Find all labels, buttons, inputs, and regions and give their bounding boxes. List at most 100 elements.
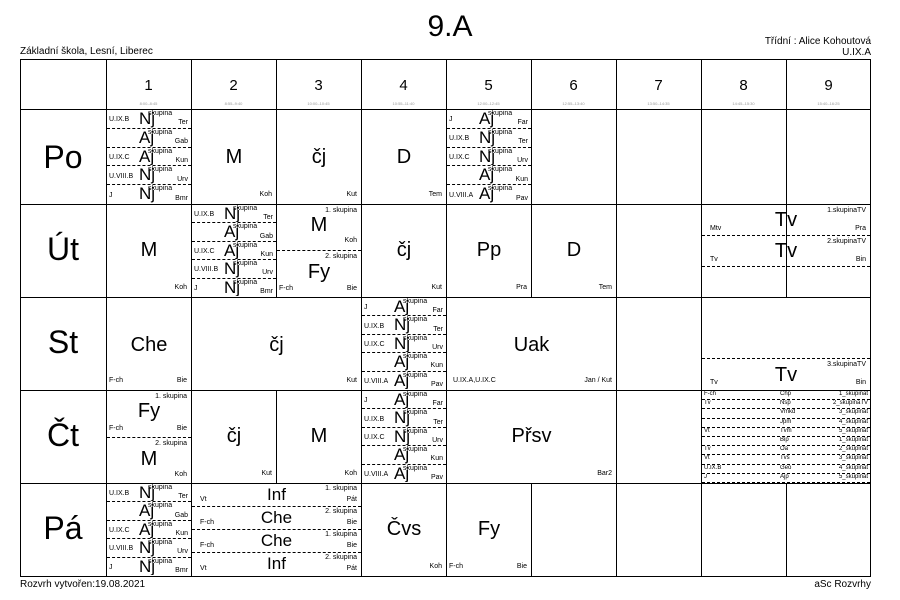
lesson-cell[interactable]: D Tem [362, 110, 446, 204]
lesson-cell[interactable]: Che F-ch Bie [107, 298, 191, 390]
lesson-subject: Aj [139, 520, 155, 539]
group-label: skupina [148, 110, 173, 117]
group-class: U.IX.C [194, 247, 215, 255]
group-label: 5_skupinat [838, 473, 868, 480]
group-label: skupina [403, 334, 428, 342]
group-label: skupina [488, 128, 513, 136]
lesson-subject: Aj [139, 128, 155, 147]
lesson-subject: Nj [139, 185, 156, 203]
lesson-subject: Aj [394, 464, 410, 482]
lesson-room: Jan / Kut [584, 377, 612, 384]
lesson-subject: Che [260, 508, 293, 527]
group-label: skupina [403, 298, 428, 305]
group-label: 2_skupinat [838, 446, 868, 453]
lesson-cell[interactable]: Pp Pra [447, 205, 531, 297]
lesson-cell[interactable]: Čvs Koh [362, 484, 446, 576]
lesson-room: Gab [174, 511, 188, 519]
lesson-cell[interactable]: Přsv Bar2 [447, 391, 616, 483]
group-row: Bip 1_skupinat [702, 437, 870, 447]
lesson-cell[interactable]: čj Kut [192, 391, 276, 483]
software-name: aSc Rozvrhy [814, 579, 871, 590]
lesson-room: Ter [433, 325, 443, 333]
lesson-subject: Nsp [780, 400, 791, 407]
group-class: Vt [704, 455, 710, 462]
group-label: 1_skupinat [838, 391, 868, 397]
lesson-subject: Nj [394, 409, 411, 428]
lesson-subject: Aj [479, 185, 495, 203]
lesson-subject: Aj [394, 298, 410, 316]
lesson-cell[interactable]: Fy F-ch Bie [447, 484, 531, 576]
group-class: J [449, 116, 453, 124]
class-teacher: Třídní : Alice Kohoutová U.IX.A [765, 36, 871, 58]
group-label: skupina [403, 371, 428, 379]
school-name: Základní škola, Lesní, Liberec [20, 46, 153, 57]
group-label: 4_skupinat [838, 418, 868, 425]
lesson-cell[interactable]: Uak U.IX.A,U.IX.C Jan / Kut [447, 298, 616, 390]
lesson-room: Far [517, 119, 529, 127]
lesson-cell[interactable]: Vt Inf 1. skupina Pát F-ch Che 2. skupin… [192, 484, 361, 576]
group-label: 1_skupinat [838, 437, 868, 443]
lesson-room: Kun [175, 156, 188, 164]
lesson-room: Ter [263, 214, 273, 222]
lesson-room: Pav [515, 194, 528, 202]
lesson-cell[interactable]: M Koh [107, 205, 191, 297]
lesson-subject: Aj [394, 371, 410, 389]
lesson-cell[interactable]: 1. skupina Fy F-ch Bie 2. skupina M Koh [107, 391, 191, 483]
group-class: U.IX.B [109, 116, 130, 124]
group-class: J [109, 563, 113, 571]
group-label: skupina [403, 464, 428, 472]
lesson-subject: Tv [774, 364, 798, 386]
lesson-cell[interactable]: D Tem [532, 205, 616, 297]
group-label: skupina [403, 353, 428, 361]
group-label: skupina [233, 278, 258, 286]
lesson-room: Ter [178, 493, 188, 501]
lesson-subject: Che [260, 531, 293, 550]
lesson-room: Pra [516, 284, 527, 291]
group-label: skupina [148, 147, 173, 155]
group-label: skupina [403, 409, 428, 417]
lesson-subject: Aj [139, 147, 155, 166]
lesson-room: Bie [176, 377, 187, 384]
lesson-cell[interactable]: čj Kut [192, 298, 361, 390]
group-label: skupina [488, 185, 513, 193]
lesson-subject: Aj [479, 110, 495, 128]
lesson-room: Ter [178, 119, 188, 127]
lesson-cell[interactable]: čj Kut [362, 205, 446, 297]
lesson-cell[interactable]: M Koh [192, 110, 276, 204]
created-date: Rozvrh vytvořen:19.08.2021 [20, 579, 146, 590]
group-label: skupina [403, 427, 428, 435]
group-row: 1. skupina M Koh [277, 205, 361, 251]
lesson-cell[interactable]: 3.skupinaTV Tv Tv Bin [702, 298, 870, 390]
lesson-subject: Bip [780, 437, 789, 443]
lesson-subject: Čvs [386, 518, 422, 540]
lesson-cell[interactable]: čj Kut [277, 110, 361, 204]
lesson-subject: Tvs [780, 455, 790, 462]
group-label: skupina [148, 502, 173, 510]
group-label: 5_skupinat [838, 427, 868, 434]
lesson-subject: čj [396, 239, 412, 261]
lesson-subject: Aj [224, 223, 240, 242]
lesson-room: Urv [517, 156, 528, 164]
lesson-cell[interactable]: M Koh [277, 391, 361, 483]
lesson-cell[interactable]: 1. skupina M Koh 2. skupina Fy F-ch Bie [277, 205, 361, 297]
